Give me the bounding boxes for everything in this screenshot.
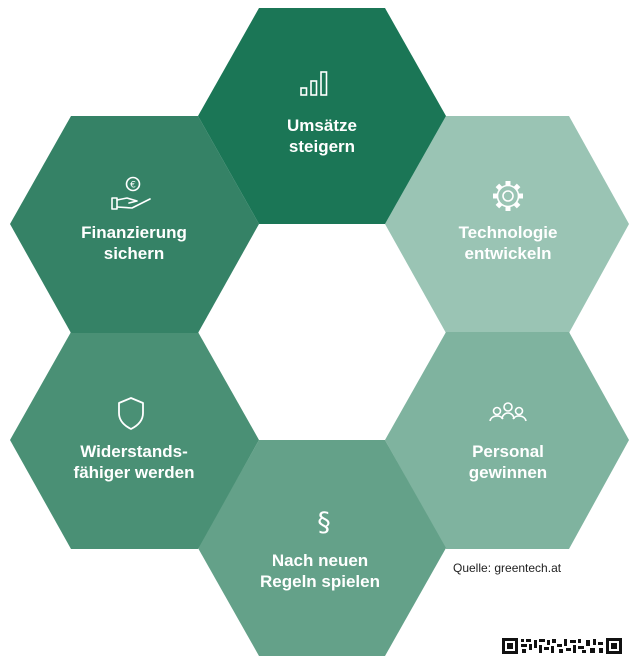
hex-personal-line2: gewinnen <box>469 463 547 482</box>
hex-finanzierung-line1: Finanzierung <box>81 223 187 242</box>
hex-personal: Personal gewinnen <box>385 332 629 549</box>
hex-umsaetze: Umsätze steigern <box>198 8 446 224</box>
hex-regeln-line2: Regeln spielen <box>260 572 380 591</box>
hex-finanzierung-shape <box>10 116 259 333</box>
hand-euro-icon: € <box>111 176 151 210</box>
hex-umsaetze-line1: Umsätze <box>287 116 357 135</box>
source-credit: Quelle: greentech.at <box>453 561 562 575</box>
hex-regeln-shape <box>198 440 446 656</box>
people-icon <box>489 402 527 422</box>
svg-text:€: € <box>130 181 136 191</box>
hex-personal-line1: Personal <box>472 442 544 461</box>
hex-widerstand-line2: fähiger werden <box>74 463 195 482</box>
hex-finanzierung-line2: sichern <box>104 244 164 263</box>
hex-technologie-line1: Technologie <box>459 223 558 242</box>
hex-personal-shape <box>385 332 629 549</box>
bar-chart-icon <box>300 71 328 96</box>
paragraph-icon: § <box>317 507 331 538</box>
hex-widerstand-shape <box>10 332 259 549</box>
hex-widerstand: Widerstands- fähiger werden <box>10 332 259 549</box>
hex-technologie: Technologie entwickeln <box>385 116 629 333</box>
qr-code-strip <box>502 638 622 654</box>
hex-widerstand-line1: Widerstands- <box>80 442 188 461</box>
hex-finanzierung: € Finanzierung sichern <box>10 116 259 333</box>
gear-icon <box>493 181 523 211</box>
hex-regeln: § Nach neuen Regeln spielen <box>198 440 446 656</box>
hex-technologie-line2: entwickeln <box>465 244 552 263</box>
hex-regeln-line1: Nach neuen <box>272 551 368 570</box>
hex-umsaetze-shape <box>198 8 446 224</box>
hex-technologie-shape <box>385 116 629 333</box>
hex-umsaetze-line2: steigern <box>289 137 355 156</box>
shield-icon <box>118 397 144 430</box>
